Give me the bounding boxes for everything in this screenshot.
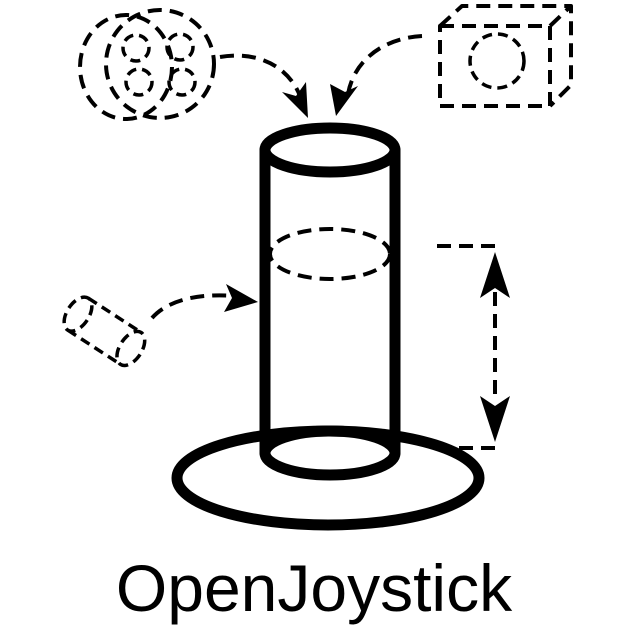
sleeve-arrow	[150, 284, 258, 320]
button-disc-icon	[78, 8, 216, 121]
gimbal-cube-icon	[438, 4, 573, 108]
stick-section-marker	[268, 227, 392, 281]
disc-arrow	[219, 53, 308, 118]
height-dimension	[437, 244, 510, 450]
joystick-stick	[259, 122, 401, 481]
sleeve-cylinder-icon	[62, 295, 147, 368]
project-title: OpenJoystick	[115, 551, 513, 625]
cube-arrow	[330, 34, 423, 116]
